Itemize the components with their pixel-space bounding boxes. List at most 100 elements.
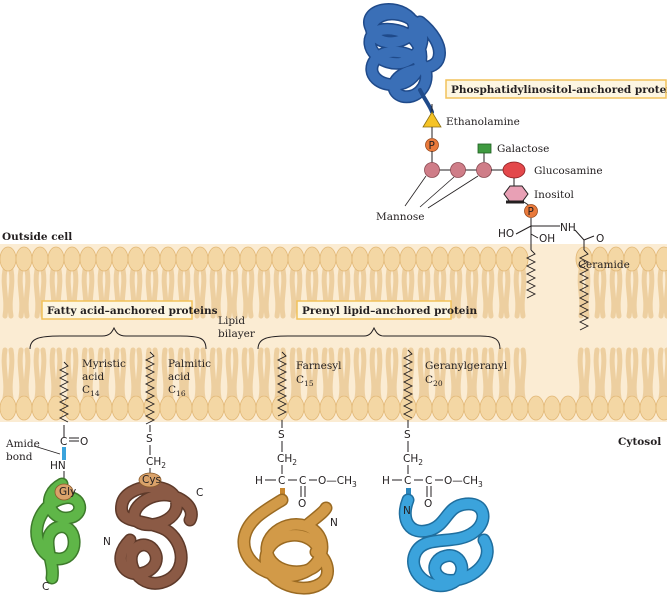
geranyl-linkage: S CH2 H C C O—CH3 O — [382, 420, 483, 510]
lipid-tail-outer — [209, 267, 223, 319]
lipid-bilayer-label-2: bilayer — [218, 328, 256, 340]
lipid-head-inner — [559, 395, 577, 421]
lipid-head-outer — [127, 246, 145, 272]
lipid-head-inner — [367, 395, 385, 421]
ceramide-label: Ceramide — [578, 259, 630, 271]
lipid-head-inner — [575, 395, 593, 421]
lipid-head-outer — [223, 246, 241, 272]
lipid-head-outer — [335, 246, 353, 272]
lipid-tail-inner — [609, 347, 623, 401]
lipid-head-outer — [15, 246, 33, 272]
myristoyl-protein: Gly C — [30, 477, 86, 593]
lipid-tail-inner — [129, 347, 143, 401]
farnesyl-c2: C — [299, 475, 306, 487]
pi-anchored-protein — [363, 3, 446, 114]
myristoyl-o: O — [80, 436, 88, 448]
lipid-head-inner — [127, 395, 145, 421]
amide-label-1: Amide — [5, 438, 40, 450]
lipid-head-outer — [63, 246, 81, 272]
lipid-head-outer — [287, 246, 305, 272]
inositol-label: Inositol — [534, 189, 575, 201]
myristic-chain — [58, 361, 70, 423]
lipid-tail-inner — [49, 347, 63, 401]
lipid-head-outer — [47, 246, 65, 272]
lipid-head-outer — [447, 246, 465, 272]
lipid-head-inner — [623, 395, 641, 421]
geranyl-label-1: Geranylgeranyl — [425, 360, 508, 372]
lipid-head-outer — [351, 246, 369, 272]
palmitoyl-protein: Cys N C — [103, 472, 203, 590]
lipid-tail-inner — [225, 347, 239, 401]
lipid-tail-inner — [417, 347, 431, 401]
lipid-head-outer — [495, 246, 513, 272]
lipid-head-outer — [111, 246, 129, 272]
lipid-tail-outer — [193, 267, 207, 319]
outside-cell-label: Outside cell — [2, 231, 72, 243]
lipid-tail-inner — [641, 347, 655, 401]
lipid-tail-outer — [513, 267, 527, 319]
lipid-head-inner — [63, 395, 81, 421]
lipid-tail-outer — [17, 267, 31, 319]
farnesyl-s: S — [278, 429, 285, 441]
lipid-tail-inner — [193, 347, 207, 401]
amide-label-2: bond — [6, 451, 33, 463]
farnesyl-linkage: S CH2 H C C O—CH3 O — [255, 420, 357, 510]
lipid-head-inner — [543, 395, 561, 421]
lipid-head-inner — [0, 395, 17, 421]
geranyl-label-2: C20 — [425, 374, 443, 388]
fatty-acid-title: Fatty acid–anchored proteins — [47, 305, 218, 317]
gly-label: Gly — [59, 486, 76, 498]
lipid-head-outer — [383, 246, 401, 272]
lipid-head-inner — [191, 395, 209, 421]
lipid-tail-outer — [625, 267, 639, 319]
lipid-head-outer — [159, 246, 177, 272]
prenyl-brace — [257, 326, 501, 350]
lipid-tail-inner — [497, 347, 511, 401]
lipid-head-inner — [271, 395, 289, 421]
lipid-tail-outer — [273, 267, 287, 319]
lipid-tail-inner — [433, 347, 447, 401]
lipid-head-inner — [223, 395, 241, 421]
farnesyl-o: O — [298, 498, 306, 510]
pi-protein-coil — [363, 3, 446, 114]
lipid-tail-inner — [97, 347, 111, 401]
fatty-acid-title-box: Fatty acid–anchored proteins — [41, 300, 218, 320]
glucosamine-label: Glucosamine — [534, 165, 603, 177]
myristoyl-hn: HN — [50, 460, 66, 472]
geranyl-c2: C — [425, 475, 432, 487]
ceramide-nh: NH — [560, 222, 576, 234]
geranyl-c1: C — [404, 475, 411, 487]
lipid-tail-outer — [641, 267, 655, 319]
lipid-tail-inner — [513, 347, 527, 401]
lipid-head-outer — [175, 246, 193, 272]
lipid-tail-inner — [305, 347, 319, 401]
ethanolamine-label: Ethanolamine — [446, 116, 520, 128]
gly-residue — [54, 483, 74, 501]
geranyl-h: H — [382, 475, 390, 487]
lipid-tail-outer — [449, 267, 463, 319]
lipid-head-inner — [47, 395, 65, 421]
lipid-tail-inner — [241, 347, 255, 401]
lipid-head-outer — [463, 246, 481, 272]
lipid-tail-outer — [609, 267, 623, 319]
lipid-head-inner — [511, 395, 529, 421]
lipid-head-outer — [655, 246, 667, 272]
inositol-phosphate — [524, 204, 538, 218]
fatty-acid-brace — [29, 326, 207, 350]
lipid-head-inner — [479, 395, 497, 421]
lipid-head-inner — [239, 395, 257, 421]
lipid-head-inner — [95, 395, 113, 421]
geranyl-och3: O—CH3 — [444, 475, 483, 489]
lipid-head-outer — [31, 246, 49, 272]
galactose-label: Galactose — [497, 143, 549, 155]
farnesyl-protein: N — [237, 493, 338, 595]
lipid-head-inner — [495, 395, 513, 421]
lipid-tail-inner — [481, 347, 495, 401]
amide-bond-mark — [62, 447, 66, 460]
lipid-head-inner — [175, 395, 193, 421]
palmitic-chain — [144, 351, 156, 425]
inositol-hexagon — [503, 185, 529, 203]
farnesyl-ch2: CH2 — [277, 453, 297, 467]
mannose-label: Mannose — [376, 211, 424, 223]
myristoyl-c-terminus: C — [42, 581, 49, 593]
